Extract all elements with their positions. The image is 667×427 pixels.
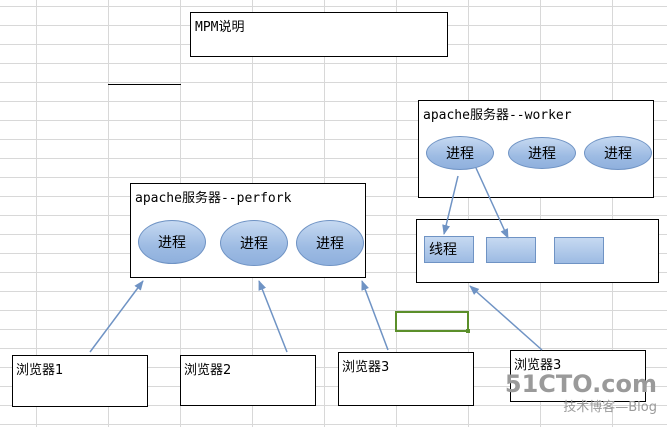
arrow-browser-2-to-prefork: [258, 280, 288, 353]
worker-process-1-label: 进程: [446, 146, 474, 162]
browser-1-label: 浏览器1: [16, 363, 64, 378]
browser-box-1[interactable]: 浏览器1: [12, 355, 148, 407]
prefork-process-2-label: 进程: [240, 236, 268, 252]
worker-process-2[interactable]: 进程: [508, 137, 576, 169]
browser-box-3[interactable]: 浏览器3: [338, 352, 474, 406]
arrow-browser-1-to-prefork: [89, 280, 144, 353]
browser-box-4[interactable]: 浏览器3: [510, 350, 646, 402]
arrow-worker-process-to-thread-2: [475, 167, 509, 239]
thread-rect-1-label: 线程: [429, 242, 457, 258]
title-text: MPM说明: [195, 20, 245, 35]
prefork-server-title: apache服务器--perfork: [135, 191, 292, 206]
prefork-process-3-label: 进程: [316, 236, 344, 252]
prefork-process-2[interactable]: 进程: [220, 220, 288, 266]
thread-rect-3[interactable]: [554, 237, 604, 264]
watermark: 51CTO.com 技术博客—Blog: [505, 370, 657, 415]
worker-process-3-label: 进程: [604, 146, 632, 162]
prefork-process-1-label: 进程: [158, 235, 186, 251]
browser-3-label: 浏览器3: [342, 360, 390, 375]
worker-process-2-label: 进程: [528, 146, 556, 162]
prefork-process-1[interactable]: 进程: [138, 220, 206, 264]
thread-rect-2[interactable]: [486, 237, 536, 263]
underline-shape[interactable]: [108, 84, 181, 85]
prefork-process-3[interactable]: 进程: [296, 220, 364, 266]
watermark-sub: 技术博客—Blog: [563, 400, 657, 415]
worker-process-1[interactable]: 进程: [426, 136, 494, 170]
selected-cell[interactable]: [395, 311, 470, 333]
thread-rect-1[interactable]: 线程: [424, 236, 474, 263]
arrow-browser-4-to-threads: [469, 285, 543, 351]
worker-server-title: apache服务器--worker: [423, 108, 572, 123]
watermark-main: 51CTO.com: [504, 370, 657, 398]
browser-2-label: 浏览器2: [184, 363, 232, 378]
fill-handle[interactable]: [466, 329, 470, 333]
arrow-browser-3-to-prefork: [361, 280, 389, 351]
worker-process-3[interactable]: 进程: [584, 136, 652, 170]
title-box[interactable]: MPM说明: [190, 12, 448, 57]
browser-4-label: 浏览器3: [514, 358, 562, 373]
arrow-worker-process-to-thread-1: [442, 175, 459, 235]
browser-box-2[interactable]: 浏览器2: [180, 355, 316, 406]
